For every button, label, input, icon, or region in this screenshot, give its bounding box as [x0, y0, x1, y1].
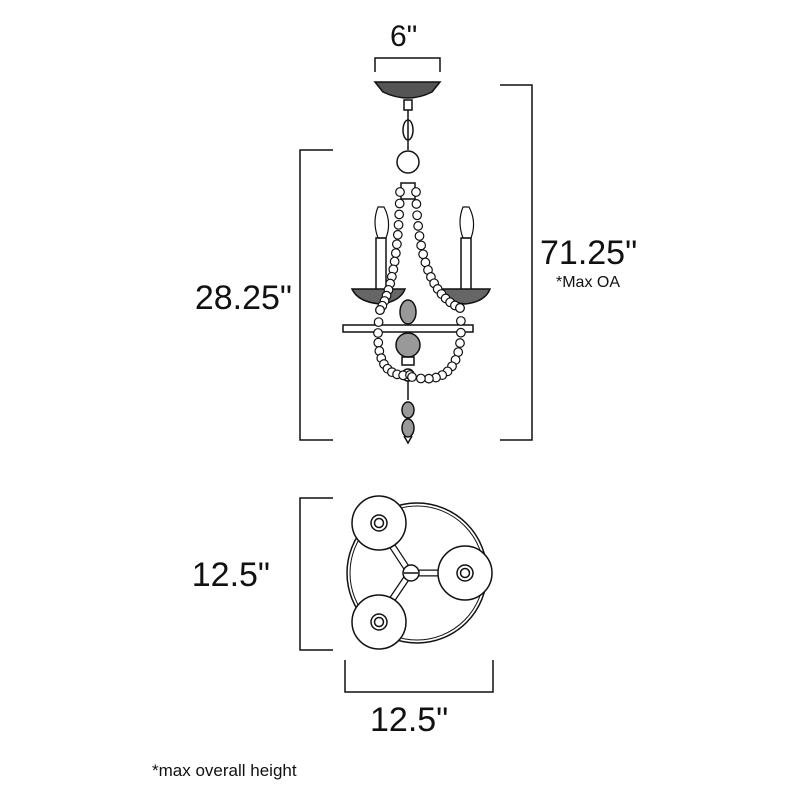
bead: [373, 337, 384, 348]
bead: [390, 248, 401, 259]
bead: [455, 316, 466, 326]
bead: [411, 199, 422, 209]
bead: [407, 372, 417, 382]
width-bracket: [344, 660, 494, 693]
canopy-width-label: 6": [390, 20, 418, 53]
body-height-label: 28.25": [194, 279, 292, 317]
overall-height-note: *Max OA: [556, 274, 621, 291]
bead: [394, 198, 405, 209]
bead: [391, 239, 402, 250]
chandelier-bottom-view: [346, 495, 493, 650]
overall-height-label: 71.25": [540, 234, 638, 272]
bead: [412, 210, 423, 221]
bead: [414, 231, 425, 241]
chandelier-side-view: [342, 81, 492, 445]
bead: [415, 373, 426, 384]
depth-bracket: [299, 497, 333, 651]
bead: [394, 209, 405, 220]
bead: [455, 338, 465, 348]
overall-height-bracket: [500, 84, 533, 441]
bead: [455, 303, 465, 313]
bead: [375, 305, 385, 315]
bead: [416, 240, 427, 251]
bead: [373, 317, 384, 328]
bead: [393, 219, 404, 230]
bead: [389, 256, 400, 267]
bead: [423, 373, 434, 384]
bead: [413, 221, 424, 231]
bead: [395, 187, 405, 197]
bead: [455, 327, 466, 338]
width-label: 12.5": [370, 701, 449, 739]
bead: [411, 187, 421, 197]
bead: [418, 249, 429, 260]
bead: [392, 229, 403, 240]
footnote: *max overall height: [152, 761, 297, 780]
bead: [373, 328, 383, 338]
body-height-bracket: [299, 149, 333, 441]
canopy-width-bracket: [374, 57, 441, 72]
depth-label: 12.5": [191, 556, 270, 594]
